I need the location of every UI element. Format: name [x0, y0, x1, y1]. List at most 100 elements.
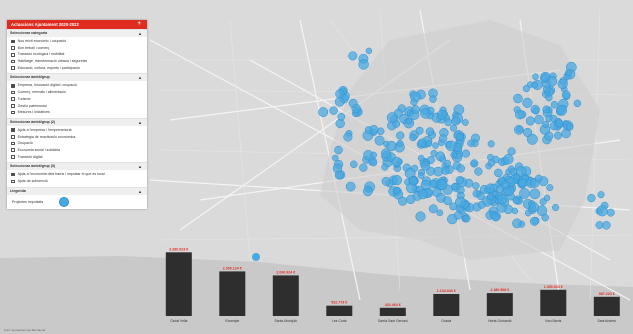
project-dot[interactable] — [386, 140, 397, 152]
project-dot[interactable] — [432, 142, 439, 149]
project-dot[interactable] — [350, 160, 358, 169]
chevron-up-icon[interactable]: ▲ — [138, 119, 142, 125]
bar[interactable] — [486, 293, 513, 316]
project-dot[interactable] — [451, 116, 461, 126]
project-dot[interactable] — [496, 193, 508, 205]
project-dot[interactable] — [411, 105, 420, 114]
project-dot[interactable] — [393, 186, 401, 194]
project-dot[interactable] — [455, 196, 466, 208]
project-dot[interactable] — [472, 182, 480, 190]
project-dot[interactable] — [420, 161, 430, 171]
project-dot[interactable] — [425, 127, 435, 136]
project-dot[interactable] — [435, 151, 446, 162]
project-dot[interactable] — [443, 196, 452, 206]
project-dot[interactable] — [485, 183, 496, 194]
project-dot[interactable] — [381, 163, 389, 171]
project-dot[interactable] — [438, 134, 448, 143]
project-dot[interactable] — [335, 89, 345, 99]
project-dot[interactable] — [550, 100, 559, 109]
project-dot[interactable] — [426, 156, 435, 164]
panel-title[interactable]: Actuacions Ajuntament 2020-2022+ — [7, 20, 147, 29]
project-dot[interactable] — [507, 147, 516, 156]
project-dot[interactable] — [565, 69, 572, 77]
project-dot[interactable] — [487, 140, 495, 148]
checkbox[interactable] — [11, 104, 15, 108]
project-dot[interactable] — [420, 108, 431, 119]
project-dot[interactable] — [415, 126, 424, 135]
checkbox[interactable] — [11, 155, 15, 159]
project-dot[interactable] — [462, 119, 469, 126]
project-dot[interactable] — [332, 154, 339, 162]
project-dot[interactable] — [587, 193, 596, 203]
project-dot[interactable] — [596, 205, 608, 217]
project-dot[interactable] — [453, 211, 463, 220]
bar[interactable] — [165, 252, 192, 316]
chevron-up-icon[interactable]: ▲ — [138, 75, 142, 81]
project-dot[interactable] — [546, 184, 554, 192]
project-dot[interactable] — [358, 59, 369, 70]
project-dot[interactable] — [436, 209, 444, 217]
project-dot[interactable] — [519, 188, 530, 199]
filter-section-header[interactable]: Seleccionar àmbit/grup (3)▲ — [7, 162, 147, 171]
project-dot[interactable] — [534, 114, 544, 125]
filter-option[interactable]: Ajuts a l'empresa i l'emprenedoria — [11, 127, 147, 134]
filter-option[interactable]: Economia social i solidària — [11, 147, 147, 154]
project-dot[interactable] — [348, 51, 358, 61]
filter-option[interactable]: Comerç, mercats i alimentació — [11, 89, 147, 96]
project-dot[interactable] — [595, 221, 604, 230]
project-dot[interactable] — [318, 107, 329, 118]
project-dot[interactable] — [514, 124, 524, 135]
project-dot[interactable] — [456, 164, 465, 173]
bar[interactable] — [540, 289, 567, 316]
project-dot[interactable] — [539, 198, 547, 206]
project-dot[interactable] — [348, 98, 358, 108]
project-dot[interactable] — [561, 90, 571, 100]
project-dot[interactable] — [522, 84, 531, 93]
filter-option[interactable]: Ajuts de subvenció — [11, 178, 147, 185]
checkbox[interactable] — [11, 66, 15, 70]
project-dot[interactable] — [529, 202, 540, 213]
project-dot[interactable] — [386, 112, 398, 123]
project-dot[interactable] — [555, 119, 564, 128]
project-dot[interactable] — [362, 186, 373, 197]
project-dot[interactable] — [451, 183, 458, 190]
project-dot[interactable] — [524, 209, 532, 217]
checkbox[interactable] — [11, 97, 15, 101]
checkbox[interactable] — [11, 90, 15, 95]
project-dot[interactable] — [415, 211, 426, 222]
project-dot[interactable] — [425, 140, 433, 148]
project-dot[interactable] — [518, 178, 527, 188]
project-dot[interactable] — [556, 105, 568, 116]
project-dot[interactable] — [545, 94, 553, 102]
filter-section-header[interactable]: Seleccionar àmbit/grup▲ — [7, 73, 147, 82]
project-dot[interactable] — [443, 159, 451, 168]
project-dot[interactable] — [542, 105, 551, 114]
project-dot[interactable] — [512, 218, 522, 229]
checkbox[interactable] — [11, 135, 15, 139]
project-dot[interactable] — [410, 98, 418, 106]
project-dot[interactable] — [552, 203, 560, 212]
project-dot[interactable] — [549, 114, 558, 123]
project-dot[interactable] — [417, 138, 427, 148]
project-dot[interactable] — [334, 96, 345, 107]
bar[interactable] — [272, 275, 299, 316]
project-dot[interactable] — [513, 93, 523, 104]
filter-option[interactable]: Turisme — [11, 96, 147, 103]
project-dot[interactable] — [566, 123, 574, 131]
project-dot[interactable] — [408, 176, 418, 186]
project-dot[interactable] — [396, 139, 404, 147]
project-dot[interactable] — [557, 78, 568, 90]
project-dot[interactable] — [428, 204, 438, 214]
project-dot[interactable] — [449, 124, 458, 132]
project-dot[interactable] — [491, 212, 501, 222]
bar[interactable] — [326, 305, 353, 316]
project-dot[interactable] — [507, 165, 515, 173]
checkbox[interactable] — [11, 141, 15, 146]
project-dot[interactable] — [462, 214, 471, 223]
legend-header[interactable]: Llegenda▲ — [7, 186, 147, 195]
bar[interactable] — [433, 294, 460, 316]
project-dot[interactable] — [531, 81, 538, 89]
filter-option[interactable]: Ocupació — [11, 140, 147, 147]
project-dot[interactable] — [503, 154, 514, 165]
